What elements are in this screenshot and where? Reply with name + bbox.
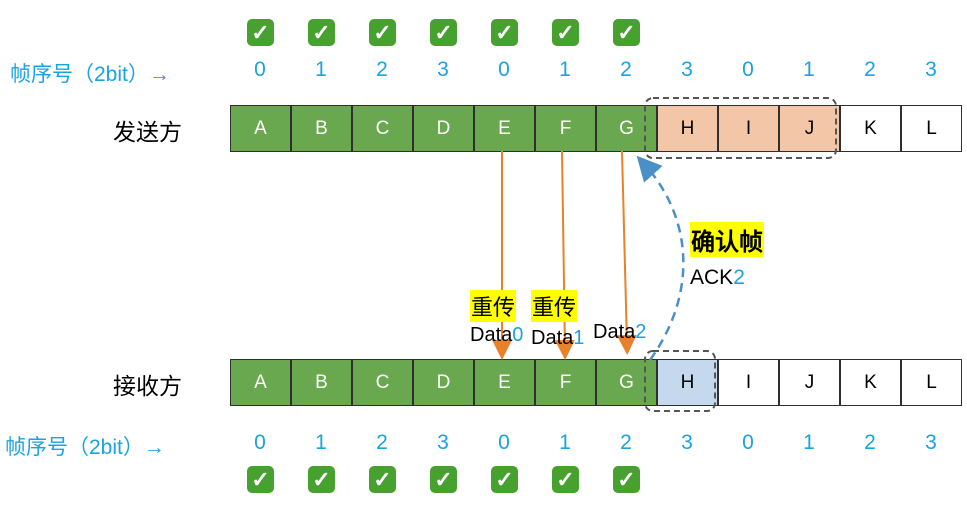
receiver-seq-number: 0	[254, 431, 266, 454]
data0-label: Data0	[470, 324, 523, 347]
sender-seq-label: 帧序号（2bit）→	[10, 63, 170, 86]
ack-label: ACK2	[690, 266, 745, 290]
receiver-frame-cell: J	[779, 359, 840, 406]
receiver-seq-number: 0	[742, 431, 754, 454]
receiver-frame-cell: B	[291, 359, 352, 406]
sender-frame-cell: A	[230, 105, 291, 152]
sender-frame-cell: K	[840, 105, 901, 152]
receiver-frame-cell: D	[413, 359, 474, 406]
data0-prefix: Data	[470, 324, 513, 346]
sender-frame-cell: D	[413, 105, 474, 152]
check-icon: ✓	[247, 19, 274, 46]
sender-frame-cell: J	[779, 105, 840, 152]
sender-seq-number: 3	[681, 58, 693, 81]
receiver-frame-cell: E	[474, 359, 535, 406]
check-icon: ✓	[369, 466, 396, 493]
check-icon: ✓	[552, 19, 579, 46]
sender-frame-cell: H	[657, 105, 718, 152]
sender-seq-number: 2	[620, 58, 632, 81]
check-icon: ✓	[613, 466, 640, 493]
check-icon: ✓	[552, 466, 579, 493]
ack-num: 2	[733, 266, 745, 289]
receiver-seq-number: 3	[681, 431, 693, 454]
data2-num: 2	[635, 321, 647, 343]
check-icon: ✓	[613, 19, 640, 46]
receiver-frame-cell: L	[901, 359, 962, 406]
sender-frame-cell: I	[718, 105, 779, 152]
receiver-seq-label: 帧序号（2bit）→	[5, 436, 165, 459]
check-icon: ✓	[491, 19, 518, 46]
receiver-seq-number: 2	[620, 431, 632, 454]
receiver-seq-number: 3	[925, 431, 937, 454]
sender-seq-number: 1	[315, 58, 327, 81]
data2-prefix: Data	[593, 321, 636, 343]
data1-prefix: Data	[531, 327, 574, 349]
check-icon: ✓	[491, 466, 518, 493]
receiver-seq-number: 2	[864, 431, 876, 454]
sender-seq-number: 3	[925, 58, 937, 81]
receiver-seq-number: 1	[559, 431, 571, 454]
sender-frame-cell: F	[535, 105, 596, 152]
sender-frame-cell: C	[352, 105, 413, 152]
sender-frame-cell: L	[901, 105, 962, 152]
receiver-seq-number: 1	[315, 431, 327, 454]
ack-prefix: ACK	[690, 266, 734, 289]
data1-num: 1	[573, 327, 585, 349]
resend-label-1: 重传	[470, 290, 517, 322]
receiver-frame-cell: I	[718, 359, 779, 406]
sender-seq-number: 0	[254, 58, 266, 81]
sender-frame-cell: G	[596, 105, 657, 152]
ack-title: 确认帧	[690, 222, 764, 257]
resend-label-2: 重传	[531, 290, 578, 322]
sender-label: 发送方	[113, 120, 182, 146]
receiver-seq-number: 0	[498, 431, 510, 454]
check-icon: ✓	[308, 466, 335, 493]
check-icon: ✓	[430, 19, 457, 46]
receiver-seq-number: 3	[437, 431, 449, 454]
data1-label: Data1	[531, 327, 584, 350]
sender-seq-number: 1	[559, 58, 571, 81]
receiver-frame-cell: A	[230, 359, 291, 406]
sender-seq-number: 3	[437, 58, 449, 81]
receiver-seq-number: 1	[803, 431, 815, 454]
receiver-window-border	[644, 350, 716, 412]
arrow-ack	[636, 155, 685, 361]
sender-seq-number: 0	[498, 58, 510, 81]
sender-seq-number: 2	[864, 58, 876, 81]
receiver-frame-cell: G	[596, 359, 657, 406]
sender-frame-cell: B	[291, 105, 352, 152]
sender-seq-number: 1	[803, 58, 815, 81]
receiver-label: 接收方	[113, 374, 182, 400]
check-icon: ✓	[247, 466, 274, 493]
arrow-data2	[616, 150, 637, 355]
sender-seq-number: 0	[742, 58, 754, 81]
data0-num: 0	[512, 324, 524, 346]
receiver-frame-cell: K	[840, 359, 901, 406]
receiver-frame-cell: H	[657, 359, 718, 406]
sender-window-border	[644, 97, 837, 159]
receiver-seq-number: 2	[376, 431, 388, 454]
check-icon: ✓	[430, 466, 457, 493]
receiver-frame-cell: F	[535, 359, 596, 406]
check-icon: ✓	[308, 19, 335, 46]
sender-seq-number: 2	[376, 58, 388, 81]
data2-label: Data2	[593, 321, 646, 344]
sender-frame-cell: E	[474, 105, 535, 152]
receiver-frame-cell: C	[352, 359, 413, 406]
check-icon: ✓	[369, 19, 396, 46]
